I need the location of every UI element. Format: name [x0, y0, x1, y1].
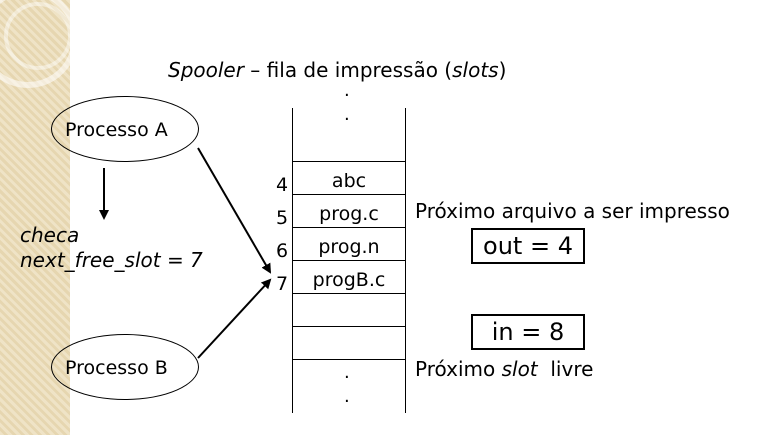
- out-pointer-box: out = 4: [471, 228, 585, 264]
- ellipsis-dot: .: [344, 104, 350, 125]
- slot-divider: [292, 359, 406, 360]
- slot-divider: [292, 260, 406, 261]
- process-b-ellipse: [51, 334, 199, 400]
- ellipsis-dot: .: [344, 386, 350, 407]
- slot-5-content: prog.c: [319, 203, 379, 225]
- process-a-label: Processo A: [65, 119, 168, 141]
- in-pointer-box: in = 8: [471, 314, 585, 350]
- check-line-2: next_free_slot = 7: [20, 248, 203, 272]
- slot-divider: [292, 194, 406, 195]
- decorative-ring: [0, 0, 78, 88]
- diagram-title: Spooler – fila de impressão (slots): [168, 58, 507, 82]
- slot-divider: [292, 227, 406, 228]
- slot-7-content: progB.c: [312, 269, 386, 291]
- slot-divider: [292, 161, 406, 162]
- decorative-strip: [0, 0, 78, 435]
- slot-divider: [292, 293, 406, 294]
- slot-6-index: 6: [276, 240, 289, 262]
- decorative-ring-inner: [4, 2, 72, 70]
- slot-5-index: 5: [276, 207, 289, 229]
- ellipsis-dot: .: [344, 80, 350, 101]
- next-file-label: Próximo arquivo a ser impresso: [415, 199, 730, 223]
- process-b-label: Processo B: [65, 357, 168, 379]
- slot-7-index: 7: [276, 273, 289, 295]
- process-a-to-slot-arrow: [197, 147, 272, 274]
- slot-6-content: prog.n: [318, 236, 380, 258]
- process-a-ellipse: [51, 96, 199, 162]
- ellipsis-dot: .: [344, 362, 350, 383]
- check-line-1: checa: [20, 223, 80, 247]
- process-b-to-slot-arrow: [197, 278, 272, 359]
- next-slot-label: Próximo slot livre: [415, 357, 594, 381]
- slot-4-content: abc: [331, 170, 367, 192]
- slot-4-index: 4: [276, 174, 289, 196]
- slot-divider: [292, 326, 406, 327]
